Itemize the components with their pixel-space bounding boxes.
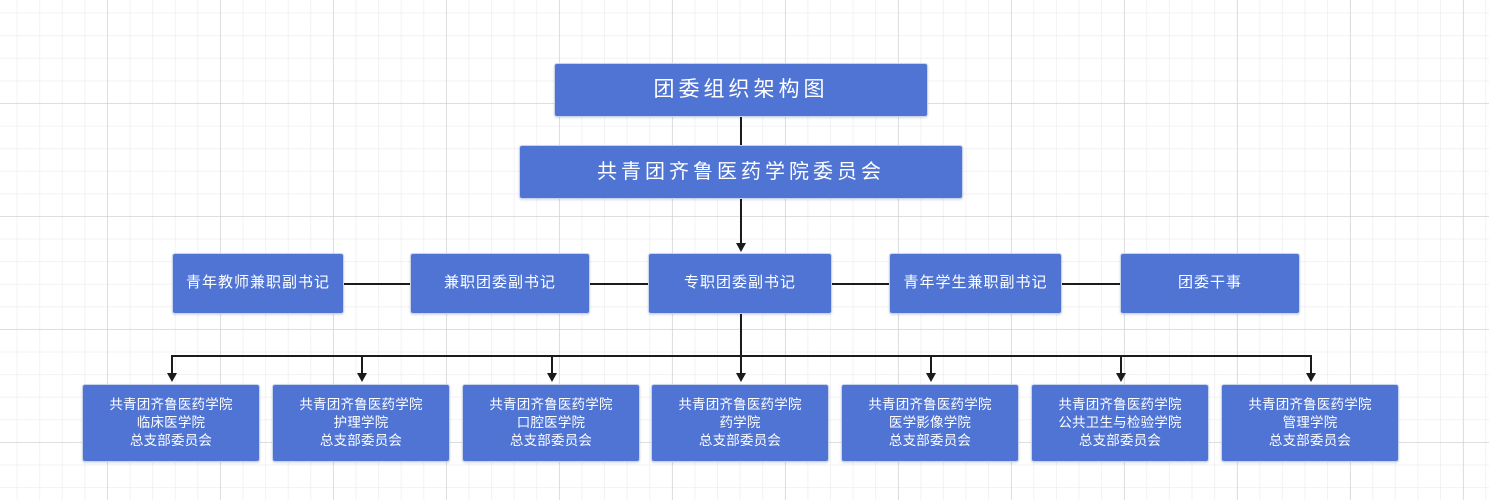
node-branch-1-line1: 共青团齐鲁医药学院 bbox=[109, 396, 233, 412]
node-branch-2-line3: 总支部委员会 bbox=[319, 433, 403, 449]
node-root-label: 共青团齐鲁医药学院委员会 bbox=[597, 160, 885, 183]
node-branch-7[interactable]: 共青团齐鲁医药学院 管理学院 总支部委员会 bbox=[1221, 384, 1399, 462]
node-branch-7-line2: 管理学院 bbox=[1282, 414, 1338, 430]
connector-drop-4 bbox=[740, 355, 742, 375]
node-officer-3[interactable]: 专职团委副书记 bbox=[648, 253, 832, 314]
connector-title-to-root bbox=[740, 117, 742, 145]
node-branch-3-line3: 总支部委员会 bbox=[509, 433, 593, 449]
arrowhead-icon-root-to-officer bbox=[736, 243, 746, 252]
node-officer-4-label: 青年学生兼职副书记 bbox=[903, 274, 1048, 292]
node-officer-2[interactable]: 兼职团委副书记 bbox=[410, 253, 590, 314]
node-branch-2-line2: 护理学院 bbox=[333, 414, 389, 430]
arrowhead-icon-drop-5 bbox=[926, 373, 936, 382]
node-branch-1[interactable]: 共青团齐鲁医药学院 临床医学院 总支部委员会 bbox=[82, 384, 260, 462]
node-branch-6-line2: 公共卫生与检验学院 bbox=[1058, 414, 1182, 430]
node-officer-1-label: 青年教师兼职副书记 bbox=[185, 274, 330, 292]
node-branch-4-line1: 共青团齐鲁医药学院 bbox=[678, 396, 802, 412]
node-branch-5-line2: 医学影像学院 bbox=[888, 414, 972, 430]
node-branch-3-line1: 共青团齐鲁医药学院 bbox=[489, 396, 613, 412]
node-branch-3-line2: 口腔医学院 bbox=[516, 414, 586, 430]
node-officer-1[interactable]: 青年教师兼职副书记 bbox=[172, 253, 344, 314]
node-officer-5[interactable]: 团委干事 bbox=[1120, 253, 1300, 314]
connector-officer-1-2 bbox=[343, 283, 411, 285]
arrowhead-icon-drop-1 bbox=[167, 373, 177, 382]
node-root[interactable]: 共青团齐鲁医药学院委员会 bbox=[519, 145, 963, 199]
node-title[interactable]: 团委组织架构图 bbox=[554, 63, 928, 117]
node-branch-6[interactable]: 共青团齐鲁医药学院 公共卫生与检验学院 总支部委员会 bbox=[1031, 384, 1209, 462]
node-title-label: 团委组织架构图 bbox=[653, 77, 829, 101]
connector-officer-4-5 bbox=[1061, 283, 1121, 285]
node-branch-1-line2: 临床医学院 bbox=[136, 414, 206, 430]
node-branch-7-line3: 总支部委员会 bbox=[1268, 433, 1352, 449]
node-branch-3[interactable]: 共青团齐鲁医药学院 口腔医学院 总支部委员会 bbox=[462, 384, 640, 462]
connector-drop-6 bbox=[1120, 355, 1122, 375]
arrowhead-icon-drop-7 bbox=[1306, 373, 1316, 382]
node-officer-2-label: 兼职团委副书记 bbox=[443, 274, 556, 292]
node-branch-7-line1: 共青团齐鲁医药学院 bbox=[1248, 396, 1372, 412]
node-officer-5-label: 团委干事 bbox=[1177, 274, 1242, 292]
node-branch-4-line3: 总支部委员会 bbox=[698, 433, 782, 449]
node-branch-4[interactable]: 共青团齐鲁医药学院 药学院 总支部委员会 bbox=[651, 384, 829, 462]
node-branch-1-line3: 总支部委员会 bbox=[129, 433, 213, 449]
connector-drop-2 bbox=[361, 355, 363, 375]
node-officer-4[interactable]: 青年学生兼职副书记 bbox=[889, 253, 1062, 314]
node-officer-3-label: 专职团委副书记 bbox=[683, 274, 796, 292]
connector-officer-3-4 bbox=[831, 283, 890, 285]
node-branch-5-line1: 共青团齐鲁医药学院 bbox=[868, 396, 992, 412]
node-branch-5[interactable]: 共青团齐鲁医药学院 医学影像学院 总支部委员会 bbox=[841, 384, 1019, 462]
connector-drop-3 bbox=[551, 355, 553, 375]
arrowhead-icon-drop-4 bbox=[736, 373, 746, 382]
connector-officer-to-bus bbox=[740, 314, 742, 356]
arrowhead-icon-drop-2 bbox=[357, 373, 367, 382]
node-branch-4-line2: 药学院 bbox=[719, 414, 761, 430]
arrowhead-icon-drop-6 bbox=[1116, 373, 1126, 382]
node-branch-6-line1: 共青团齐鲁医药学院 bbox=[1058, 396, 1182, 412]
arrowhead-icon-drop-3 bbox=[547, 373, 557, 382]
connector-drop-7 bbox=[1310, 355, 1312, 375]
connector-drop-1 bbox=[171, 355, 173, 375]
connector-drop-5 bbox=[930, 355, 932, 375]
node-branch-6-line3: 总支部委员会 bbox=[1078, 433, 1162, 449]
node-branch-5-line3: 总支部委员会 bbox=[888, 433, 972, 449]
connector-officer-2-3 bbox=[589, 283, 649, 285]
node-branch-2[interactable]: 共青团齐鲁医药学院 护理学院 总支部委员会 bbox=[272, 384, 450, 462]
connector-root-to-officer bbox=[740, 199, 742, 245]
node-branch-2-line1: 共青团齐鲁医药学院 bbox=[299, 396, 423, 412]
